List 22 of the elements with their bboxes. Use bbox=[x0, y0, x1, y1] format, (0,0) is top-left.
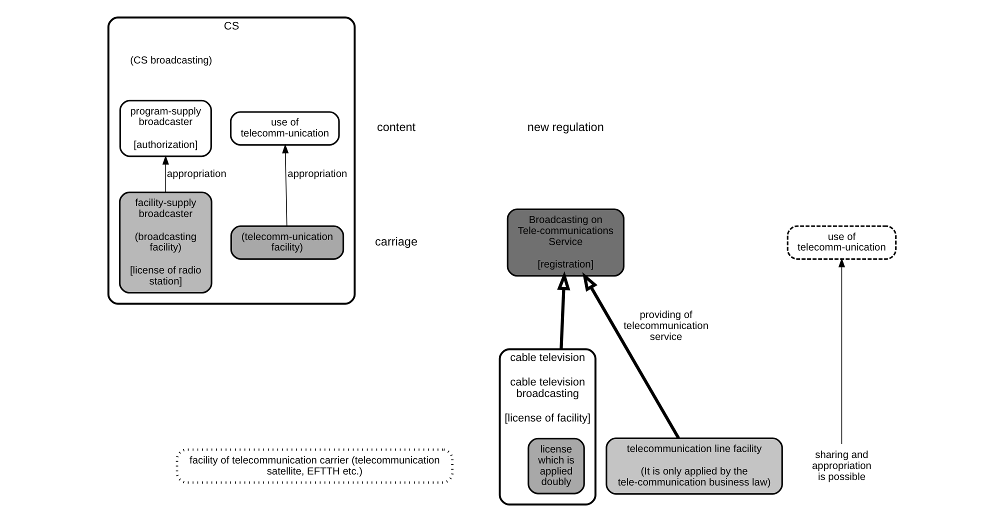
edge-label: appropriation bbox=[166, 169, 226, 180]
arrow bbox=[557, 271, 570, 350]
node-box: use of telecomm-unication bbox=[786, 225, 897, 260]
node-box: telecommunication line facility (It is only applied by the tele-communication business law) bbox=[606, 437, 783, 495]
node-box: Broadcasting on Tele-communications Service [registration] bbox=[506, 208, 624, 277]
node-box: program-supply broadcaster [authorization] bbox=[119, 100, 212, 158]
node-box: facility of telecommunication carrier (telecommunication satellite, EFTTH etc.) bbox=[176, 448, 454, 484]
label: carriage bbox=[375, 235, 418, 248]
arrow bbox=[838, 258, 846, 444]
node-box: license which is applied doubly bbox=[528, 438, 585, 494]
node-box: use of telecomm-unication bbox=[230, 111, 340, 146]
node-text: sharing and appropriation is possible bbox=[812, 450, 872, 483]
label: content bbox=[376, 121, 416, 134]
node-label: (CS broadcasting) bbox=[130, 55, 212, 66]
node-box: (telecomm-unication facility) bbox=[230, 225, 344, 260]
arrow bbox=[282, 144, 289, 226]
arrow bbox=[162, 155, 169, 192]
edge-label: providing of telecommunication service bbox=[624, 310, 709, 344]
node-box: facility-supply broadcaster (broadcasting facility) [license of radio station] bbox=[119, 192, 212, 294]
arrow bbox=[582, 272, 680, 439]
label: new regulation bbox=[527, 121, 604, 134]
edge-label: appropriation bbox=[288, 169, 348, 180]
